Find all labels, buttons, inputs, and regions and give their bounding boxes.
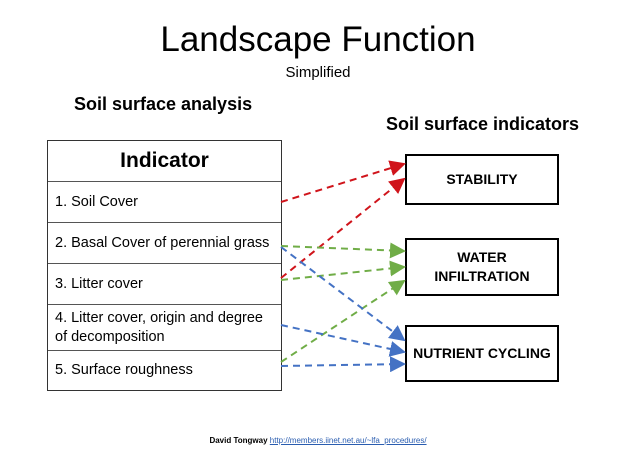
slide-subtitle: Simplified [285,64,351,81]
arrow-litter-water [280,260,406,281]
water-infiltration-box: WATER INFILTRATION [405,238,559,296]
table-row: 5. Surface roughness [55,362,193,378]
left-heading: Soil surface analysis [74,94,253,114]
footer: David Tongway http://members.iinet.net.a… [0,436,636,445]
nutrient-cycling-box: NUTRIENT CYCLING [405,325,559,382]
indicator-table: Indicator 1. Soil Cover 2. Basal Cover o… [47,140,282,391]
slide-title: Landscape Function [160,20,476,59]
arrow-soilcover-stability [280,160,406,203]
arrow-litter-stability [280,177,406,279]
right-heading: Soil surface indicators [386,114,580,134]
table-row: 2. Basal Cover of perennial grass [48,223,281,264]
table-row: 4. Litter cover, origin and degree of de… [48,305,281,351]
arrow-roughness-nutrient [280,356,406,373]
table-row: 3. Litter cover [48,264,281,305]
stability-box: STABILITY [405,154,559,205]
table-header: Indicator [48,141,281,182]
arrow-decomp-nutrient [280,324,406,357]
arrow-basal-water [280,242,406,259]
footer-link[interactable]: http://members.iinet.net.au/~lfa_procedu… [269,436,427,445]
arrow-roughness-water [280,279,406,363]
arrow-basal-nutrient [280,246,406,342]
footer-author: David Tongway [209,436,268,445]
table-row: 1. Soil Cover [48,182,281,223]
